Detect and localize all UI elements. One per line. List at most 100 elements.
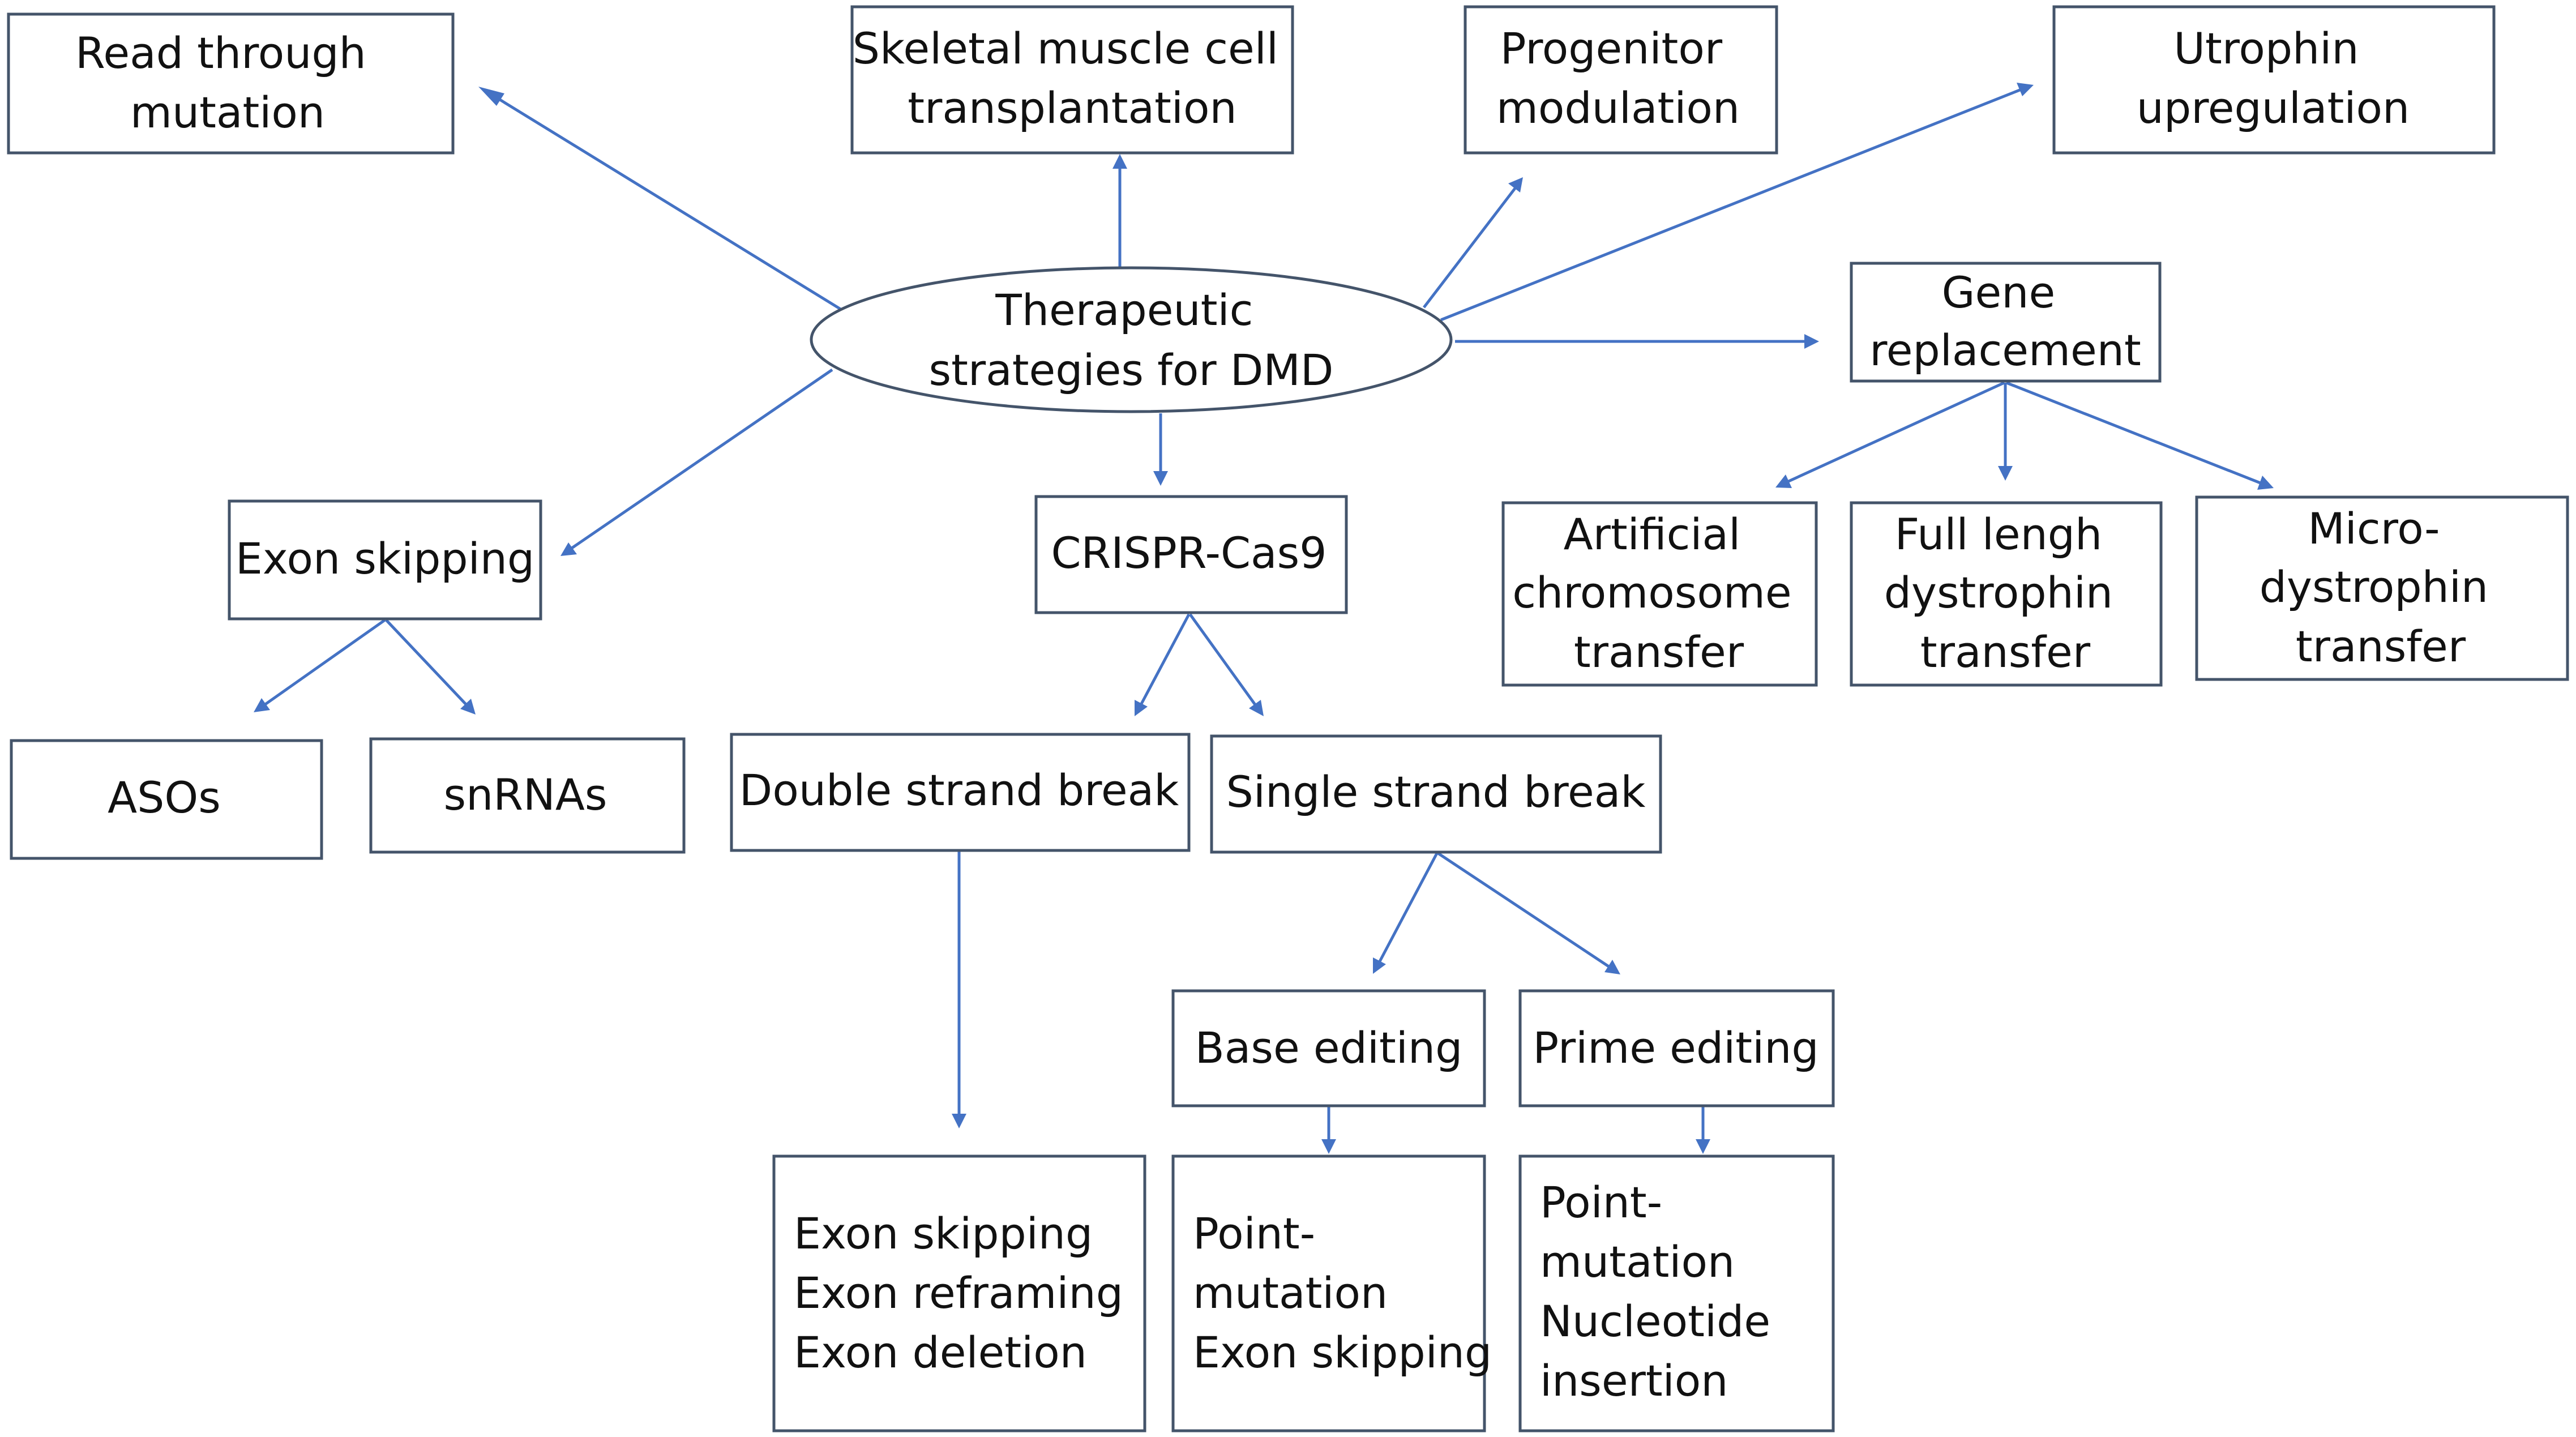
node-utrophin-label: Utrophin upregulation <box>2137 23 2410 133</box>
node-label-line: chromosome <box>1512 567 1791 618</box>
node-base-editing-label: Base editing <box>1195 1023 1463 1073</box>
center-label: Therapeutic strategies for DMD <box>929 285 1334 395</box>
node-label-line: Point- <box>1540 1177 1662 1228</box>
arrow-exon-to-asos <box>254 618 386 712</box>
arrow-exon-to-snrnas <box>385 619 476 715</box>
node-label-line: Exon skipping <box>794 1208 1093 1259</box>
node-double-strand-label: Double strand break <box>739 765 1179 815</box>
node-prime-editing-label: Prime editing <box>1533 1023 1818 1073</box>
node-label-line: transplantation <box>908 83 1236 133</box>
node-label-line: insertion <box>1540 1355 1728 1406</box>
node-base-editing: Base editing <box>1171 989 1486 1107</box>
node-gene-replacement: Gene replacement <box>1850 262 2162 383</box>
center-node: Therapeutic strategies for DMD <box>810 266 1453 413</box>
node-label-line: modulation <box>1496 83 1740 133</box>
node-base-outcomes: Point- mutation Exon skipping <box>1171 1154 1492 1432</box>
arrow-base-to-outcomes <box>1321 1107 1336 1154</box>
node-label-line: Gene <box>1942 267 2056 318</box>
node-asos-label: ASOs <box>108 772 221 823</box>
node-prime-editing: Prime editing <box>1518 989 1835 1107</box>
node-artificial-chromosome-label: Artificial chromosome transfer <box>1512 509 1805 677</box>
node-label-line: Full lengh <box>1895 509 2103 559</box>
node-label-line: dystrophin <box>1884 567 2113 618</box>
node-utrophin: Utrophin upregulation <box>2052 5 2496 155</box>
node-label-line: Micro- <box>2308 503 2440 554</box>
node-label-line: CRISPR-Cas9 <box>1051 528 1326 578</box>
node-skeletal-muscle-label: Skeletal muscle cell transplantation <box>853 23 1292 133</box>
node-full-length-label: Full lengh dystrophin transfer <box>1884 509 2127 677</box>
node-label-line: Double strand break <box>739 765 1179 815</box>
node-label-line: mutation <box>1193 1268 1388 1318</box>
node-label-line: Prime editing <box>1533 1023 1818 1073</box>
node-asos: ASOs <box>10 739 323 860</box>
node-label-line: replacement <box>1869 325 2141 375</box>
node-crispr: CRISPR-Cas9 <box>1034 495 1348 614</box>
node-progenitor: Progenitor modulation <box>1464 5 1778 155</box>
node-label-line: Point- <box>1193 1208 1315 1259</box>
arrow-center-to-gene-replacement <box>1455 334 1819 349</box>
arrow-single-to-prime <box>1437 852 1620 974</box>
node-label-line: upregulation <box>2137 83 2410 133</box>
node-crispr-label: CRISPR-Cas9 <box>1051 528 1326 578</box>
node-exon-skipping: Exon skipping <box>228 499 542 621</box>
node-double-strand: Double strand break <box>730 733 1191 852</box>
center-label-line: strategies for DMD <box>929 345 1334 395</box>
node-label-line: Exon reframing <box>794 1268 1123 1318</box>
node-read-through: Read through mutation <box>7 12 455 155</box>
arrow-center-to-utrophin <box>1440 83 2034 322</box>
arrow-prime-to-outcomes <box>1696 1107 1710 1154</box>
arrow-gene-to-full-length <box>1998 383 2013 481</box>
node-gene-replacement-label: Gene replacement <box>1869 267 2141 375</box>
node-skeletal-muscle: Skeletal muscle cell transplantation <box>850 5 1294 155</box>
nodes: Therapeutic strategies for DMD Read thro… <box>7 5 2569 1432</box>
node-label-line: Progenitor <box>1500 23 1723 74</box>
node-label-line: transfer <box>1920 627 2091 677</box>
node-label-line: transfer <box>2296 621 2466 672</box>
arrow-center-to-exon-skipping <box>560 368 833 556</box>
node-label-line: Single strand break <box>1226 767 1646 817</box>
node-prime-outcomes: Point- mutation Nucleotide insertion <box>1518 1154 1835 1432</box>
node-label-line: Artificial <box>1564 509 1741 559</box>
arrow-center-to-progenitor <box>1423 177 1523 309</box>
node-label-line: snRNAs <box>443 769 607 820</box>
node-label-line: Base editing <box>1195 1023 1463 1073</box>
node-label-line: transfer <box>1574 627 1744 677</box>
node-label-line: Nucleotide <box>1540 1296 1770 1346</box>
node-prime-outcomes-label: Point- mutation Nucleotide insertion <box>1540 1177 1784 1406</box>
node-label-line: dystrophin <box>2260 562 2488 612</box>
arrow-center-to-read-through <box>478 87 844 312</box>
arrow-center-to-crispr <box>1153 413 1168 486</box>
edges <box>254 83 2274 1154</box>
node-progenitor-label: Progenitor modulation <box>1496 23 1740 133</box>
arrow-gene-to-artificial <box>1775 381 2005 488</box>
node-single-strand-label: Single strand break <box>1226 767 1646 817</box>
center-label-line: Therapeutic <box>995 285 1253 335</box>
node-read-through-label: Read through mutation <box>75 28 380 138</box>
node-label-line: Utrophin <box>2173 23 2359 74</box>
arrow-gene-to-micro <box>2006 381 2274 490</box>
node-dsb-outcomes: Exon skipping Exon reframing Exon deleti… <box>772 1154 1146 1432</box>
node-label-line: Exon skipping <box>1193 1327 1492 1378</box>
node-label-line: mutation <box>130 87 325 138</box>
arrow-crispr-to-double <box>1135 613 1191 716</box>
node-label-line: mutation <box>1540 1237 1735 1287</box>
node-base-outcomes-label: Point- mutation Exon skipping <box>1193 1208 1492 1378</box>
node-dsb-outcomes-label: Exon skipping Exon reframing Exon deleti… <box>794 1208 1137 1378</box>
node-micro-dystrophin-label: Micro- dystrophin transfer <box>2260 503 2502 672</box>
arrow-crispr-to-single <box>1188 613 1264 716</box>
node-exon-skipping-label: Exon skipping <box>236 533 534 584</box>
node-artificial-chromosome: Artificial chromosome transfer <box>1501 501 1818 687</box>
node-label-line: Exon skipping <box>236 533 534 584</box>
node-label-line: Exon deletion <box>794 1327 1087 1378</box>
node-single-strand: Single strand break <box>1210 734 1662 854</box>
node-micro-dystrophin: Micro- dystrophin transfer <box>2195 495 2569 681</box>
node-snrnas-label: snRNAs <box>443 769 607 820</box>
center-ellipse <box>810 266 1453 413</box>
arrow-double-to-dsb-outcomes <box>952 850 966 1128</box>
node-full-length: Full lengh dystrophin transfer <box>1850 501 2163 687</box>
node-label-line: ASOs <box>108 772 221 823</box>
arrow-center-to-skeletal-muscle <box>1112 154 1127 268</box>
arrow-single-to-base <box>1373 852 1439 974</box>
node-snrnas: snRNAs <box>369 737 686 854</box>
